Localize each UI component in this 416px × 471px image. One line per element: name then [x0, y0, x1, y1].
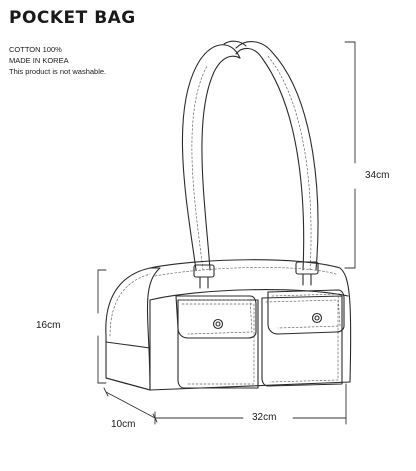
strap-left — [181, 44, 241, 271]
spec-origin: MADE IN KOREA — [9, 56, 69, 65]
spec-material: COTTON 100% — [9, 45, 62, 54]
width-label: 32cm — [252, 412, 277, 423]
spec-care: This product is not washable. — [9, 67, 107, 76]
product-specs: COTTON 100% MADE IN KOREA This product i… — [9, 44, 106, 77]
strap-drop-label: 34cm — [365, 170, 390, 181]
depth-label: 10cm — [111, 419, 136, 430]
pocket-left — [175, 295, 259, 389]
strap-right — [223, 40, 319, 271]
height-label: 16cm — [36, 320, 61, 331]
strap-rings — [193, 261, 319, 289]
page-title: POCKET BAG — [9, 8, 136, 28]
dimension-lines — [97, 41, 356, 425]
pocket-right — [261, 289, 345, 387]
bag-body — [105, 259, 352, 391]
